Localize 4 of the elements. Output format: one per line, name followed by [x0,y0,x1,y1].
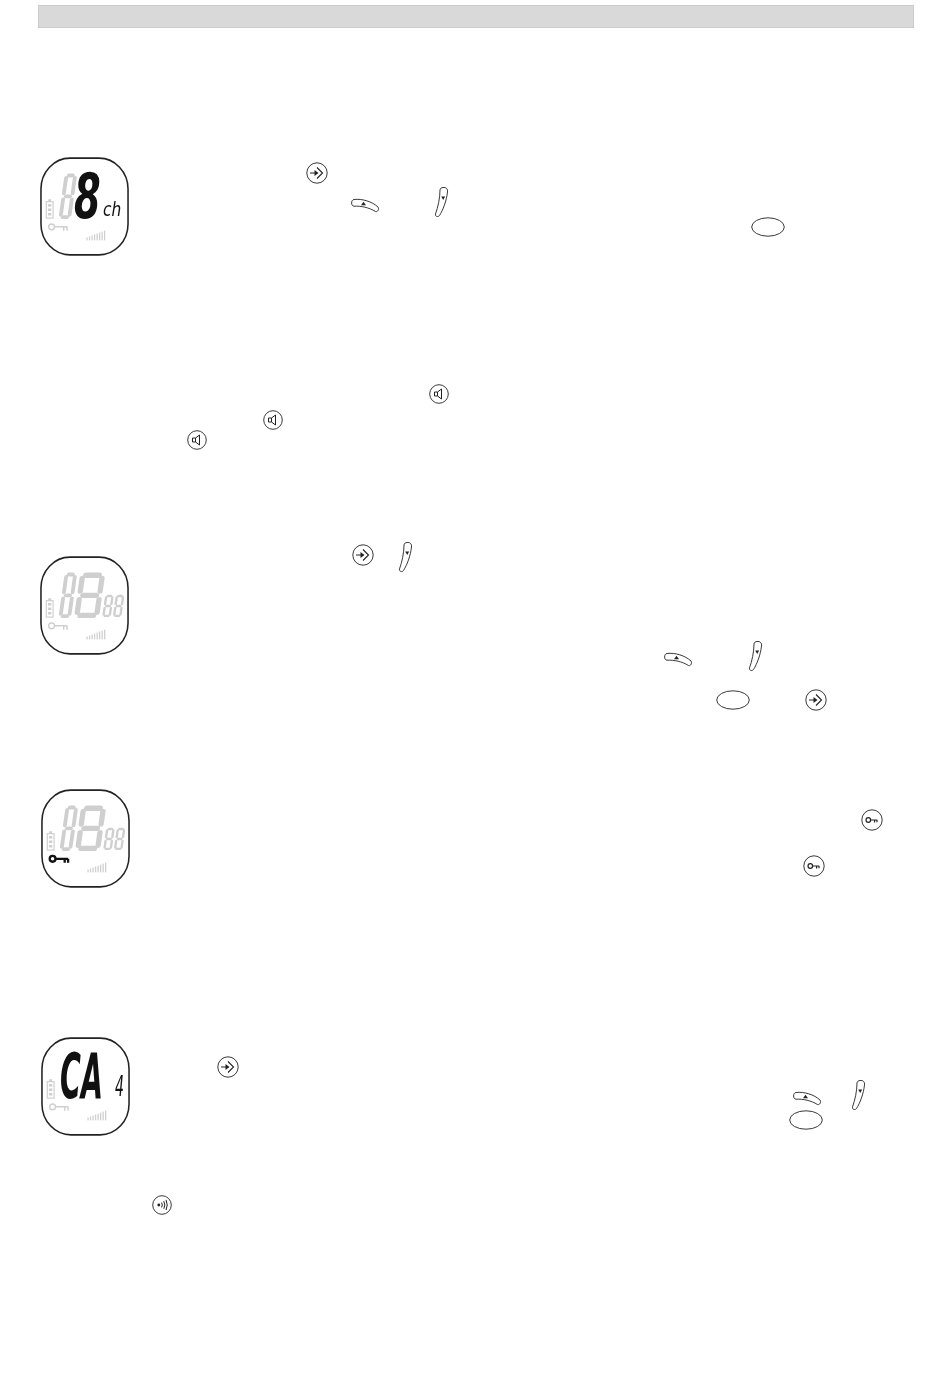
display-reading: ch [102,202,122,218]
display-reading: CA [60,1053,104,1103]
display-reading: 8 [73,173,101,223]
display-reading: 4 [114,1075,124,1099]
